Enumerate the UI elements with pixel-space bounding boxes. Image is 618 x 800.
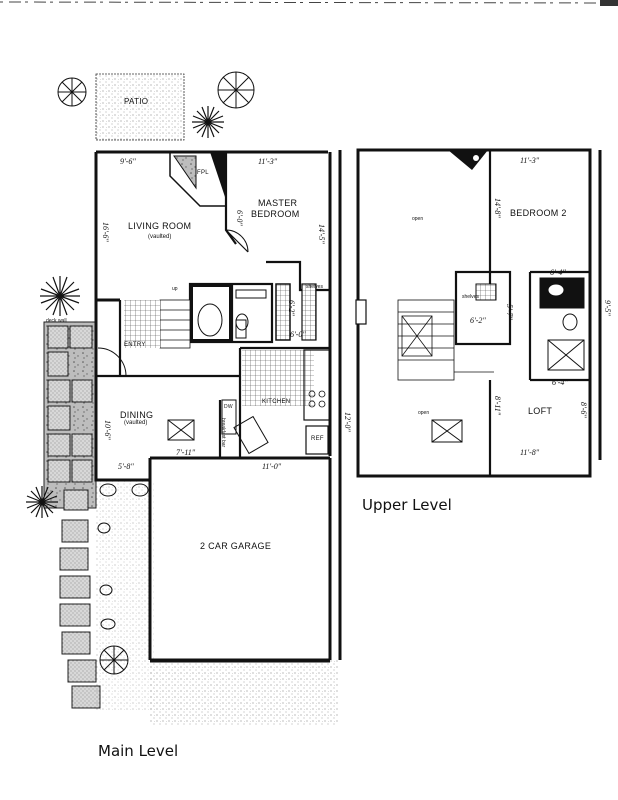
dim-living-height: 16'-6" (101, 222, 110, 242)
bedroom2-label: BEDROOM 2 (510, 208, 567, 218)
counter-top (303, 349, 331, 421)
upper-bath-fixtures (539, 277, 585, 371)
master-door (225, 229, 249, 253)
upper-stairs (397, 299, 494, 381)
dim-dining-height: 10'-6" (103, 420, 112, 440)
upper-level-interior-walls (454, 150, 590, 476)
garage-label: 2 CAR GARAGE (200, 541, 272, 551)
fireplace-label: FPL (197, 170, 209, 176)
living-room-note: (vaulted) (148, 234, 172, 240)
patio-label: PATIO (124, 97, 149, 106)
dim-master-left: 6'-0" (235, 210, 244, 226)
chimney-circle (473, 155, 479, 161)
entry-label: ENTRY (124, 342, 146, 348)
sink-box (233, 415, 269, 455)
upper-table (431, 419, 463, 443)
dim-closet-a: 6'-2" (287, 300, 296, 316)
shelves-label-main: shelves (306, 284, 323, 290)
entry-tile (124, 300, 160, 348)
dim-loft-width: 11'-8" (520, 448, 540, 457)
up-label: up (172, 286, 178, 292)
dim-garage-depth: 12'-0" (343, 412, 352, 432)
dim-kitchen-right: 11'-0" (262, 462, 282, 471)
window-left (355, 299, 367, 325)
dim-dining-width: 5'-8" (118, 462, 134, 471)
chimney-upper (448, 150, 488, 170)
fireplace (169, 151, 227, 207)
upper-closet-shelves (475, 283, 497, 301)
deck-wall-label: deck wall (46, 318, 67, 324)
dim-closet-b: 6'-0" (290, 330, 306, 339)
dim-loft-left: 8'-11" (493, 396, 502, 416)
dim-bath-upper: 6'-4" (550, 268, 566, 277)
breakfast-bar-label: breakfast bar (220, 418, 226, 448)
main-level-caption: Main Level (98, 742, 179, 760)
loft-label: LOFT (528, 406, 553, 416)
dim-closet-upper-b: 5'-7" (505, 304, 514, 320)
dim-living-width: 9'-6" (120, 157, 136, 166)
main-bath-fixtures (191, 283, 317, 341)
range-icon (308, 390, 326, 408)
upper-level-caption: Upper Level (362, 496, 452, 514)
dining-table (167, 419, 195, 441)
walkway-stones (43, 321, 101, 709)
dim-loft-right: 8'-6" (579, 402, 588, 418)
dim-kitchen-width: 7'-11" (176, 448, 196, 457)
master-label-line2: BEDROOM (251, 209, 300, 219)
kitchen-tile (242, 350, 314, 406)
open-lower-label: open (418, 410, 430, 416)
master-label-line1: MASTER (258, 198, 298, 208)
kitchen-label: KITCHEN (262, 399, 291, 405)
dim-master-width: 11'-3" (258, 157, 278, 166)
entry-door (97, 347, 127, 377)
patio-area (95, 73, 185, 141)
ref-label: REF (311, 436, 324, 442)
dining-note: (vaulted) (124, 420, 148, 426)
shelves-label-upper: shelves (462, 294, 479, 300)
scan-edge (0, 0, 618, 6)
dim-bath-upper-b: 6'-4" (552, 378, 568, 387)
upper-level-walls (356, 148, 602, 478)
plant-icons (26, 71, 255, 675)
living-room-label: LIVING ROOM (128, 221, 192, 231)
dim-closet-upper-a: 6'-2" (470, 316, 486, 325)
dim-bed2-width: 11'-3" (520, 156, 540, 165)
dim-bed2-height: 14'-8" (493, 198, 502, 218)
dishwasher-box (221, 399, 237, 435)
dim-upper-right: 9'-5" (603, 300, 612, 316)
ref-box (305, 425, 329, 455)
main-stairs (159, 299, 191, 349)
dim-master-height: 14'-5" (317, 224, 326, 244)
dining-label: DINING (120, 410, 154, 420)
dw-label: DW (224, 404, 233, 410)
open-upper-label: open (412, 216, 424, 222)
driveway (150, 660, 338, 726)
